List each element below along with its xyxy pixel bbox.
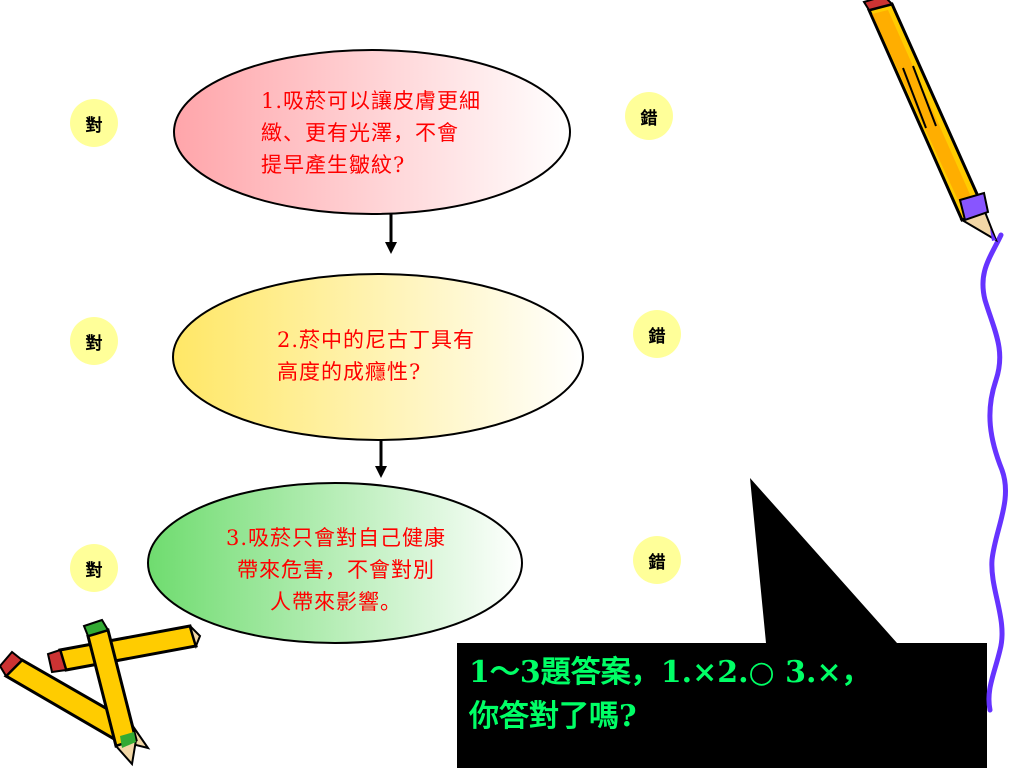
- answer-line-1: 1～3題答案，1.×2.○ 3.×，: [469, 655, 872, 690]
- true-button-q1[interactable]: 對: [70, 99, 118, 147]
- true-button-q3[interactable]: 對: [70, 544, 118, 592]
- question-3-ellipse: [147, 482, 523, 644]
- true-button-q2[interactable]: 對: [70, 317, 118, 365]
- answer-line-2: 你答對了嗎?: [469, 699, 637, 734]
- question-3-text: 3.吸菸只會對自己健康 帶來危害，不會對別 人帶來影響。: [225, 526, 447, 614]
- false-button-q1[interactable]: 錯: [625, 92, 673, 140]
- question-1-text: 1.吸菸可以讓皮膚更細 緻、更有光澤，不會 提早產生皺紋?: [260, 89, 482, 177]
- false-button-q3[interactable]: 錯: [633, 536, 681, 584]
- decorative-squiggle: [980, 232, 1008, 713]
- crossed-pencils-icon: [0, 618, 202, 767]
- arrow-2-to-3: [375, 440, 387, 478]
- callout-box: [457, 478, 987, 768]
- false-button-q2[interactable]: 錯: [633, 310, 681, 358]
- pencil-icon: [862, 0, 998, 243]
- answer-callout: 1～3題答案，1.×2.○ 3.×， 你答對了嗎?: [457, 643, 987, 768]
- arrow-1-to-2: [385, 214, 397, 254]
- question-2-ellipse: [172, 273, 584, 441]
- question-2-text: 2.菸中的尼古丁具有 高度的成癮性?: [276, 328, 476, 384]
- question-1-ellipse: [173, 49, 571, 215]
